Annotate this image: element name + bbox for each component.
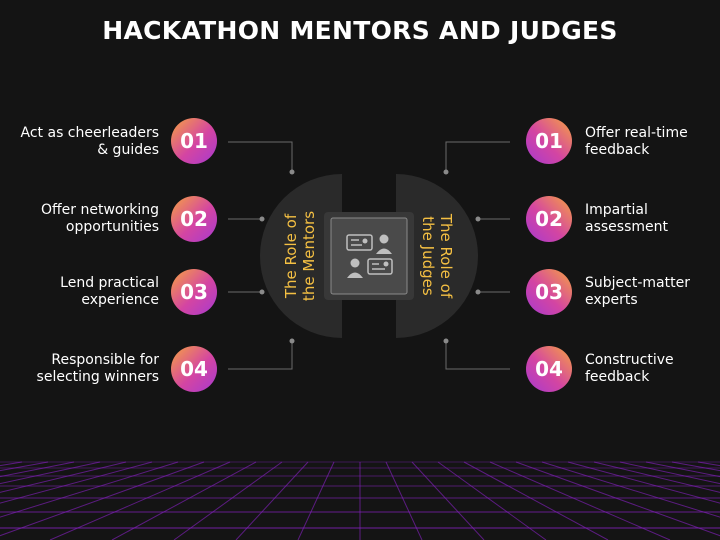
page-title: HACKATHON MENTORS AND JUDGES [102, 16, 618, 45]
item-label: Offer networking opportunities [41, 202, 159, 235]
judges-role-heading: The Role of the Judges [419, 213, 455, 299]
number-badge: 01 [526, 118, 572, 164]
perspective-grid-floor [0, 461, 720, 540]
number-badge: 03 [171, 269, 217, 315]
item-label: Responsible for selecting winners [36, 352, 159, 385]
mentor-judge-people-icon [346, 234, 393, 278]
item-label: Lend practical experience [60, 275, 159, 308]
mentors-role-heading: The Role of the Mentors [282, 210, 318, 302]
number-badge: 02 [171, 196, 217, 242]
item-label: Impartial assessment [585, 202, 668, 235]
mentors-half-circle [260, 174, 342, 338]
number-badge: 04 [171, 346, 217, 392]
number-badge: 01 [171, 118, 217, 164]
number-badge: 02 [526, 196, 572, 242]
center-icon-frame [330, 217, 408, 295]
item-label: Subject-matter experts [585, 275, 690, 308]
judges-half-circle [396, 174, 478, 338]
number-badge: 04 [526, 346, 572, 392]
item-label: Offer real-time feedback [585, 125, 688, 158]
item-label: Act as cheerleaders & guides [20, 125, 159, 158]
connector-lines [228, 141, 510, 370]
item-label: Constructive feedback [585, 352, 674, 385]
number-badge: 03 [526, 269, 572, 315]
